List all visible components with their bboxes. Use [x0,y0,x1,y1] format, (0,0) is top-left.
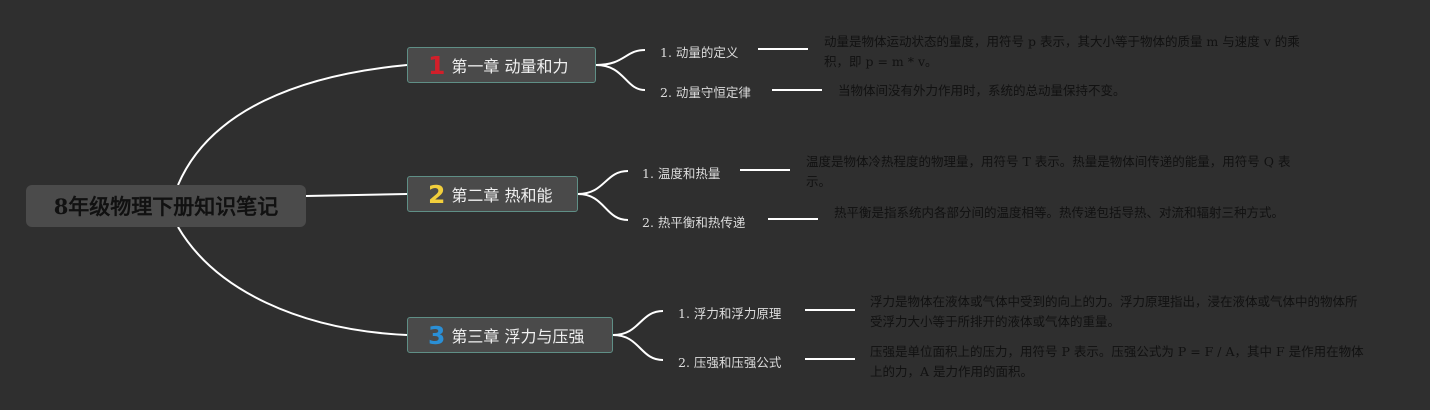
topic-desc-2-2: 热平衡是指系统内各部分间的温度相等。热传递包括导热、对流和辐射三种方式。 [834,205,1285,220]
chapter-node-1[interactable]: 1 第一章 动量和力 [407,47,596,83]
topic-node-3-1[interactable]: 1. 浮力和浮力原理 [678,306,782,321]
chapter-number-icon: 1 [428,50,446,80]
connector-ch2-t2 [577,193,629,221]
topic-desc-1-1: 动量是物体运动状态的量度，用符号 p 表示，其大小等于物体的质量 m 与速度 v… [824,34,1300,69]
connector-root-ch1 [177,64,408,186]
chapter-title: 第三章 浮力与压强 [451,327,585,346]
topic-node-3-2[interactable]: 2. 压强和压强公式 [678,355,782,370]
chapter-node-2[interactable]: 2 第二章 热和能 [407,176,578,212]
connector-ch1-t1 [595,49,646,66]
connector-ch2-t1 [577,170,629,195]
chapter-title: 第二章 热和能 [451,186,553,205]
topic-node-1-1[interactable]: 1. 动量的定义 [660,45,739,60]
root-node[interactable]: 8年级物理下册知识笔记 [26,185,306,227]
connector-root-ch3 [177,226,408,336]
chapter-number-icon: 3 [428,320,446,350]
connector-ch3-t2 [612,334,664,361]
topic-node-1-2[interactable]: 2. 动量守恒定律 [660,85,751,100]
topic-node-2-2[interactable]: 2. 热平衡和热传递 [642,215,746,230]
topic-desc-3-2: 压强是单位面积上的压力，用符号 P 表示。压强公式为 P = F / A，其中 … [870,344,1364,379]
topic-desc-3-1: 浮力是物体在液体或气体中受到的向上的力。浮力原理指出，浸在液体或气体中的物体所受… [870,294,1358,329]
topic-desc-1-2: 当物体间没有外力作用时，系统的总动量保持不变。 [838,83,1126,98]
topic-node-2-1[interactable]: 1. 温度和热量 [642,166,721,181]
connector-ch3-t1 [612,310,664,336]
chapter-number-icon: 2 [428,179,446,209]
chapter-title: 第一章 动量和力 [451,57,569,76]
connector-root-ch2 [305,193,408,197]
root-label: 8年级物理下册知识笔记 [53,194,279,219]
connector-ch1-t2 [595,64,646,91]
chapter-node-3[interactable]: 3 第三章 浮力与压强 [407,317,613,353]
topic-desc-2-1: 温度是物体冷热程度的物理量，用符号 T 表示。热量是物体间传递的能量，用符号 Q… [806,154,1291,189]
